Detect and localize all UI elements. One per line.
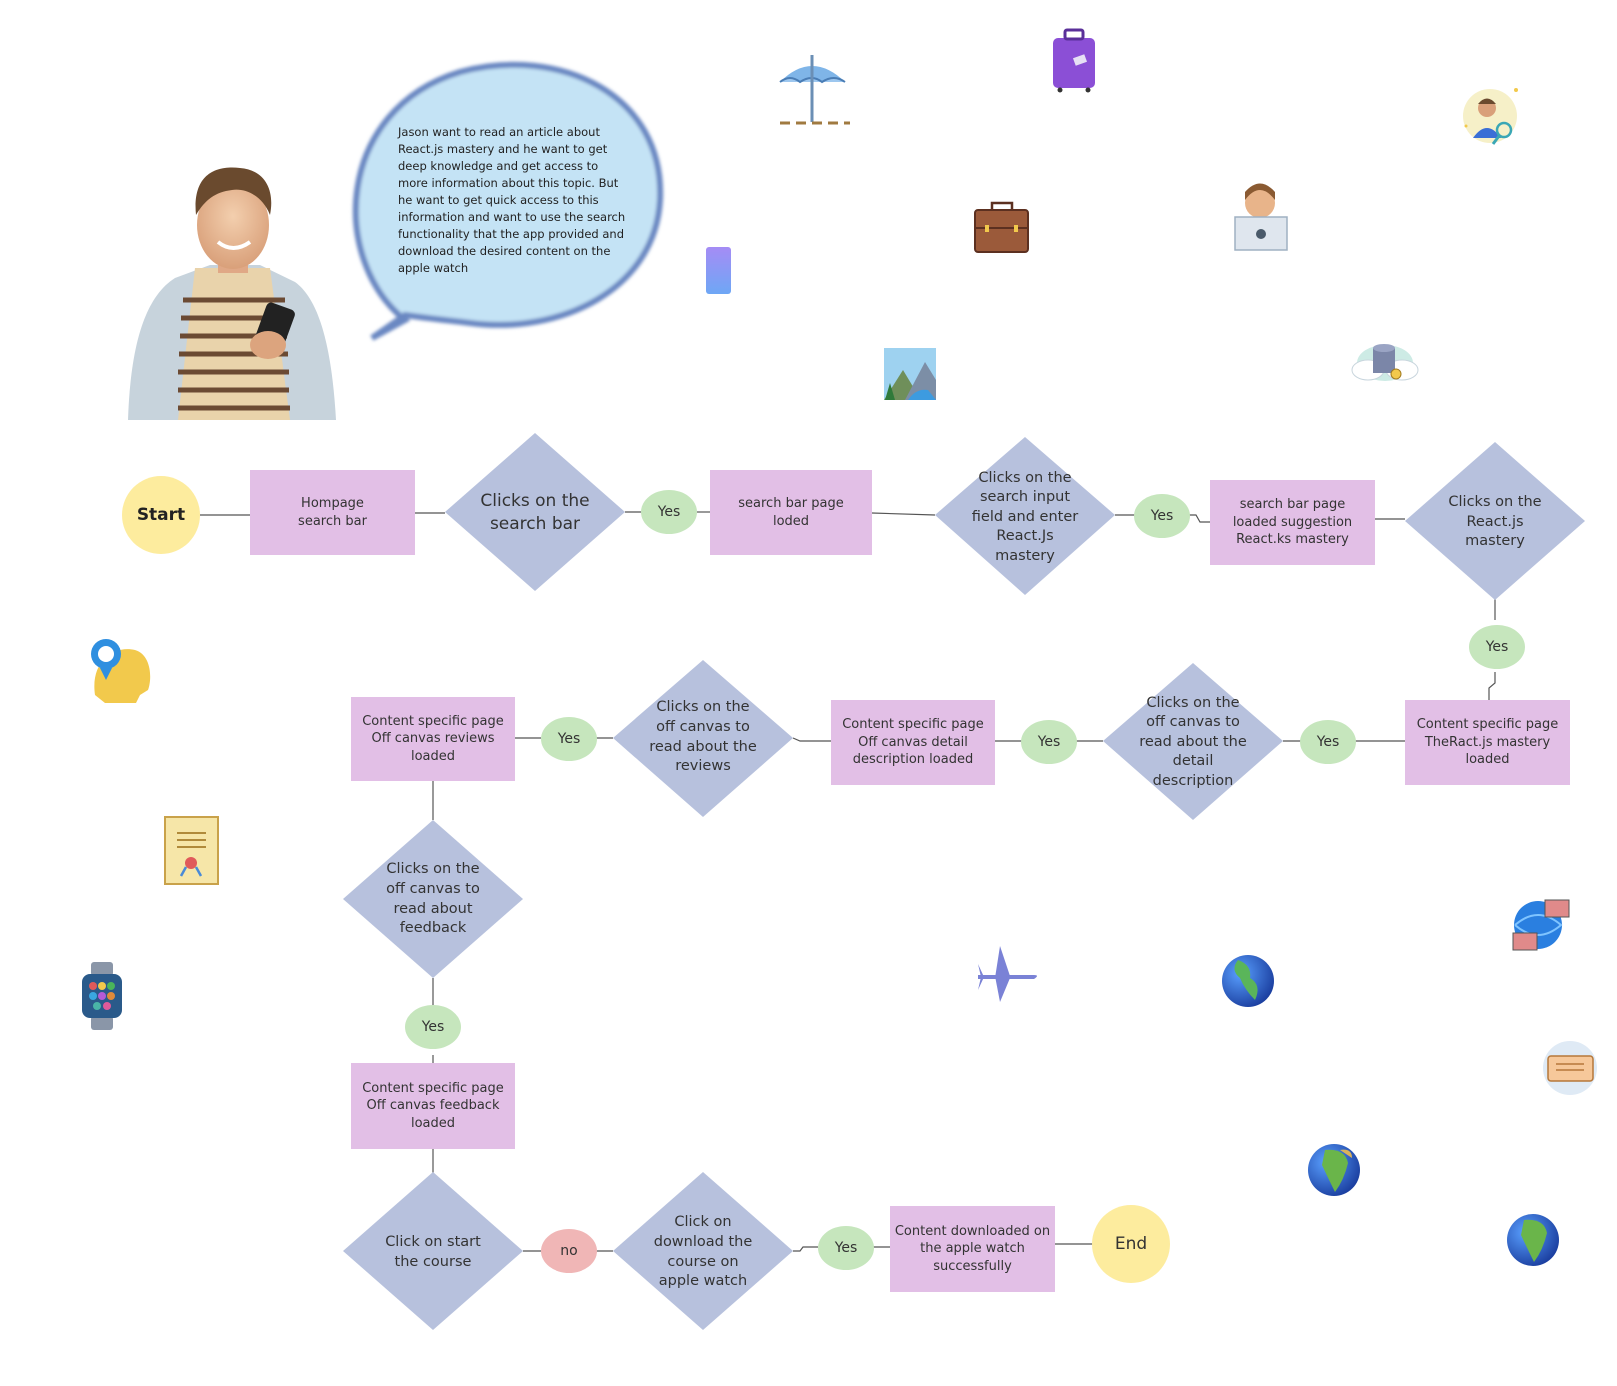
- speech-bubble: [352, 61, 664, 341]
- connector: [1488, 672, 1496, 700]
- decision-download-course: [613, 1172, 793, 1330]
- process-reviews-loaded: [351, 697, 515, 781]
- decision-clicks-search-bar: [445, 433, 625, 591]
- decision-start-course: [343, 1172, 523, 1330]
- process-feedback-loaded: [351, 1063, 515, 1149]
- speech-bubble-text: Jason want to read an article about Reac…: [398, 125, 626, 275]
- ticket-icon: [1543, 1041, 1597, 1095]
- decision-enter-search-input: [935, 437, 1115, 595]
- idea-head-icon: [91, 639, 151, 703]
- no-oval: [541, 1229, 597, 1273]
- process-content-page-loaded: [1405, 700, 1570, 785]
- suitcase-icon: [1053, 28, 1095, 93]
- globe-africa-icon: [1507, 1214, 1559, 1266]
- end-node: [1092, 1205, 1170, 1283]
- yes-oval-2: [1134, 494, 1190, 538]
- process-detail-description-loaded: [831, 700, 995, 785]
- briefcase-icon: [974, 201, 1029, 253]
- yes-oval-4: [1300, 720, 1356, 764]
- globe-africa-icon: [1308, 1144, 1360, 1196]
- landscape-image-icon: [884, 348, 936, 400]
- connector-lines: [200, 511, 1496, 1252]
- decision-read-detail-description: [1103, 663, 1283, 820]
- process-search-bar-page-loaded: [710, 470, 872, 555]
- certificate-icon: [164, 816, 219, 885]
- decision-read-reviews: [613, 660, 793, 817]
- decision-read-feedback: [343, 820, 523, 978]
- globe-americas-icon: [1222, 955, 1274, 1007]
- process-content-downloaded: [890, 1206, 1055, 1292]
- process-homepage-search-bar: [250, 470, 415, 555]
- beach-umbrella-icon: [779, 55, 850, 125]
- start-node: [122, 476, 200, 554]
- connector: [871, 512, 936, 516]
- connector: [793, 1246, 818, 1252]
- process-search-suggestion-loaded: [1210, 480, 1375, 565]
- yes-oval-1: [641, 490, 697, 534]
- user-laptop-icon: [1234, 183, 1288, 251]
- yes-oval-5: [1021, 720, 1077, 764]
- connector: [1189, 514, 1210, 523]
- yes-oval-6: [541, 717, 597, 761]
- yes-oval-8: [818, 1226, 874, 1270]
- decision-clicks-react-mastery: [1405, 442, 1585, 600]
- airplane-icon: [978, 946, 1037, 1002]
- yes-oval-7: [405, 1005, 461, 1049]
- phone-icon: [706, 247, 731, 294]
- network-globe-icon: [1512, 899, 1570, 951]
- connector: [792, 737, 831, 742]
- search-person-icon: [1463, 88, 1518, 145]
- person-with-phone-image: [128, 167, 336, 420]
- yes-oval-3: [1469, 625, 1525, 669]
- smartwatch-icon: [82, 962, 122, 1030]
- cloud-database-icon: [1351, 344, 1419, 381]
